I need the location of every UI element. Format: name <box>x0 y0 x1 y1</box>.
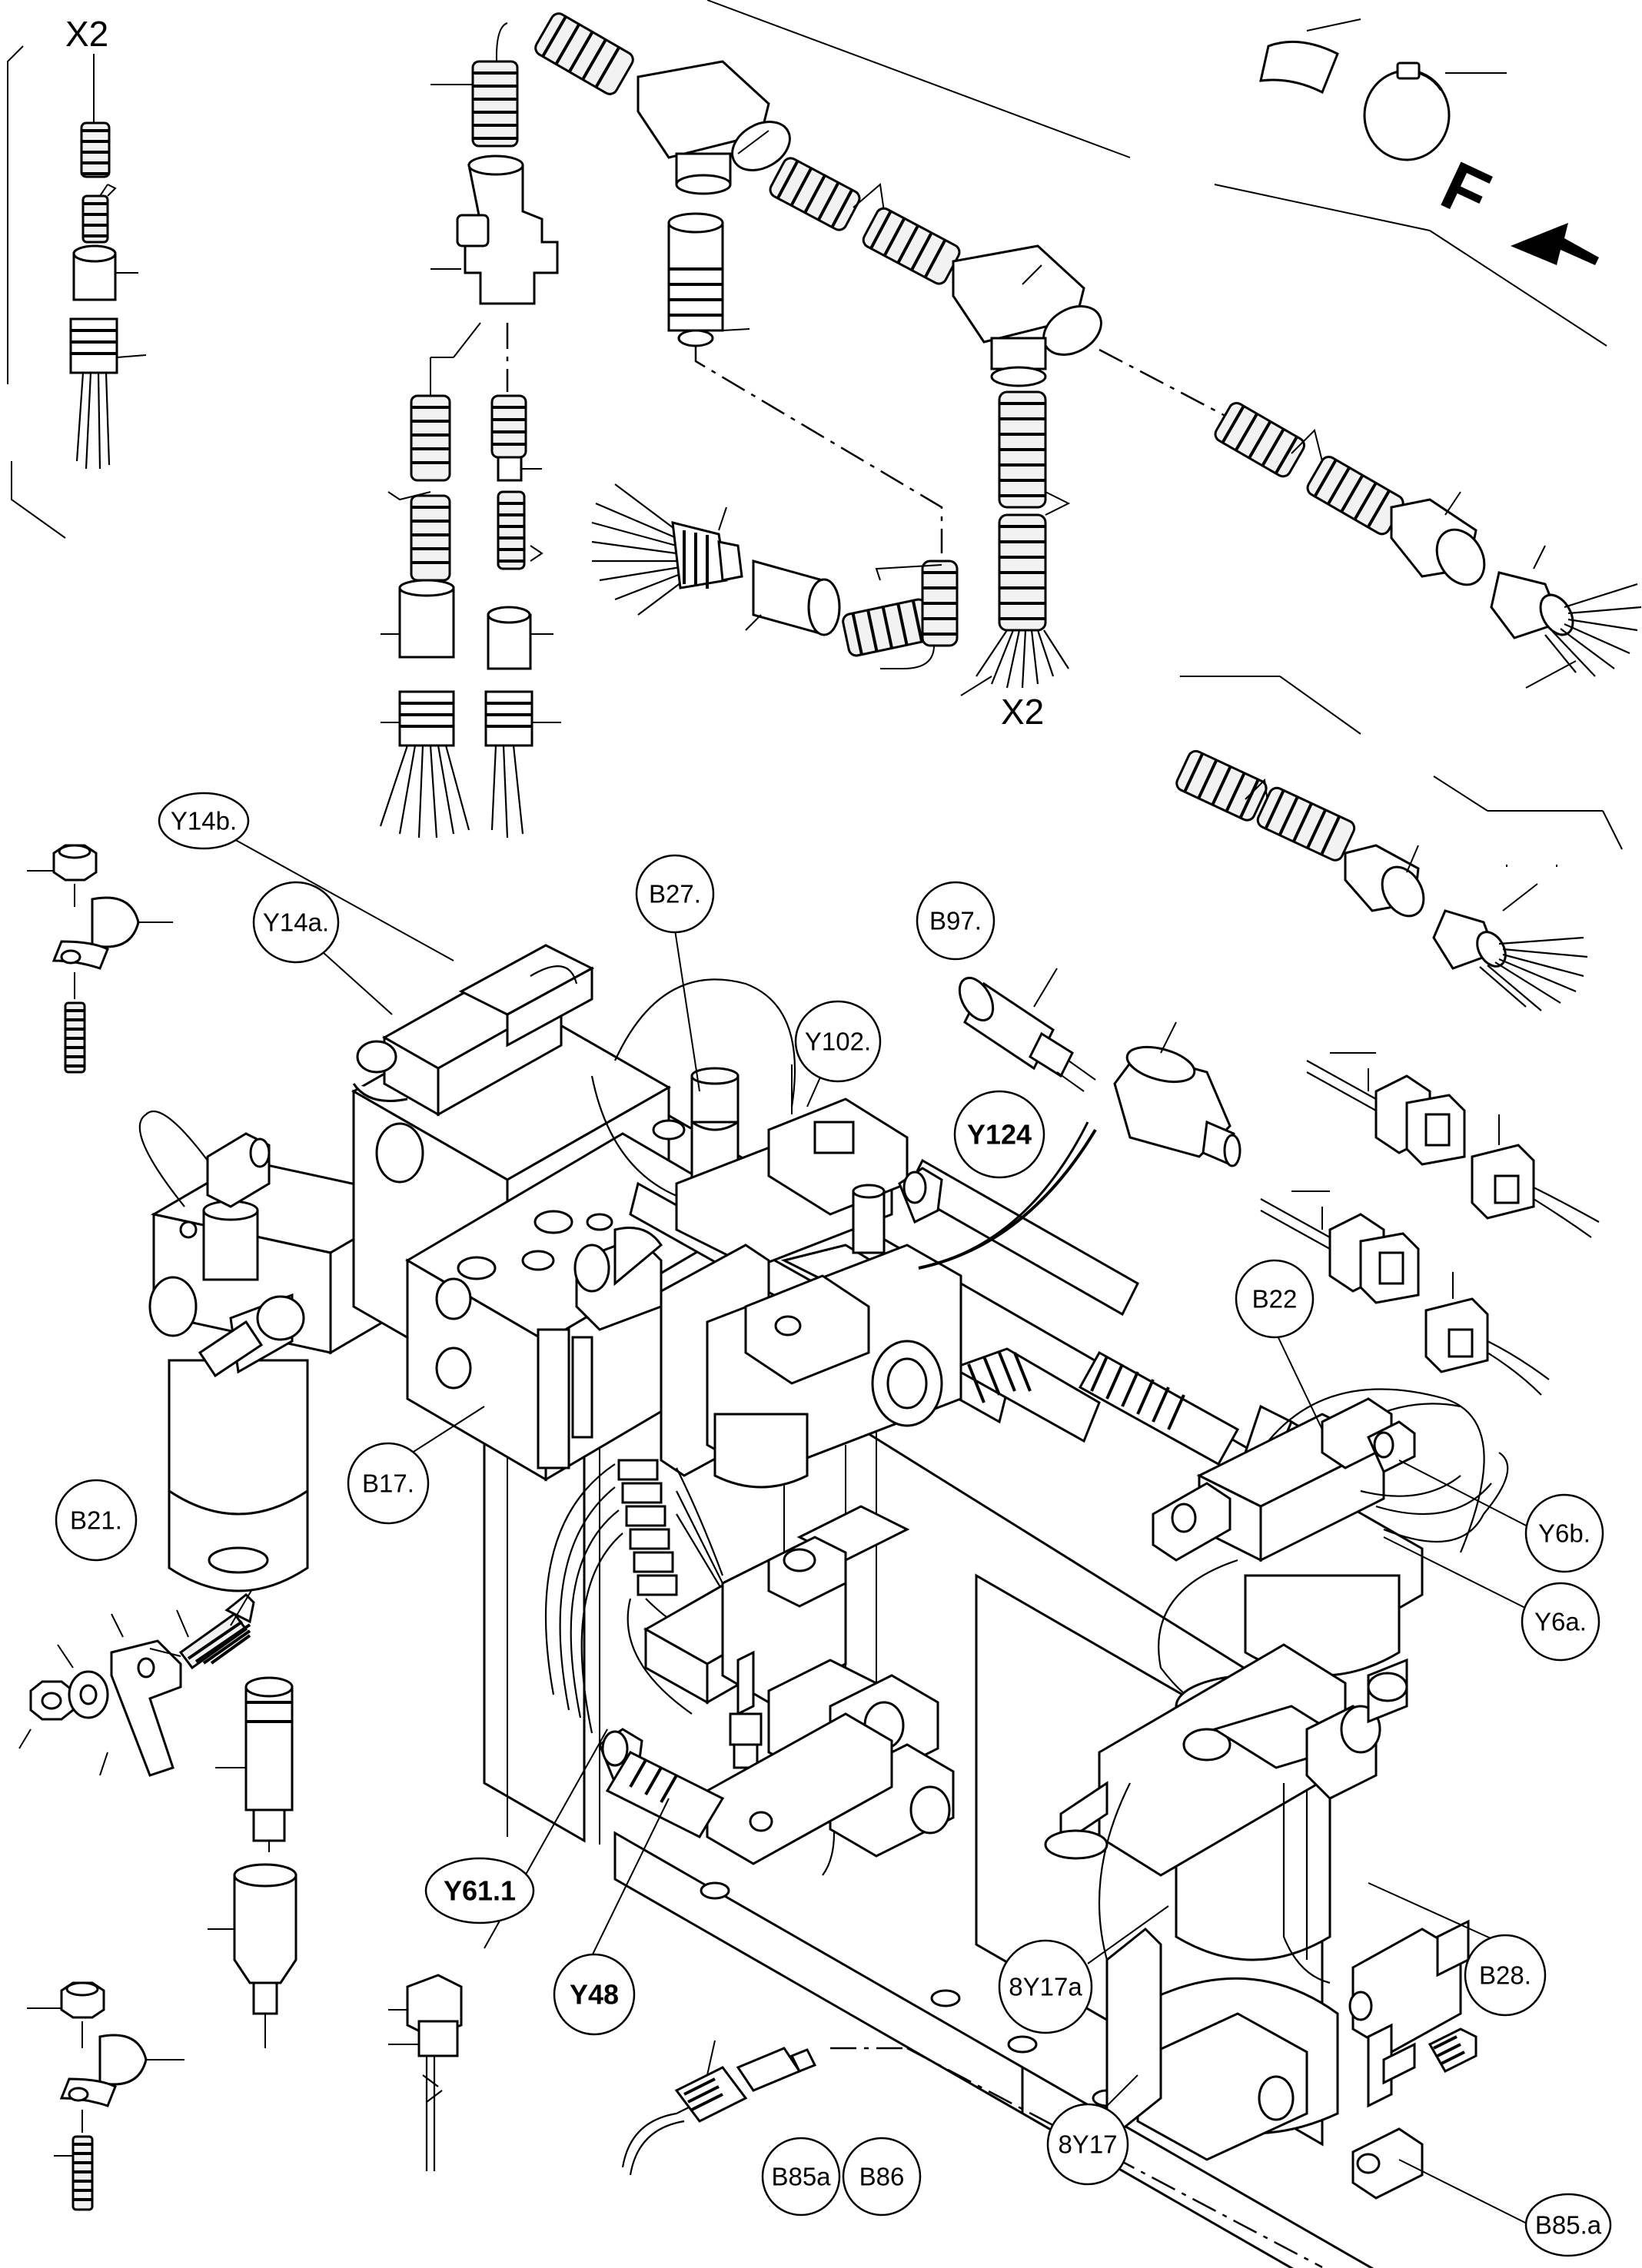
callout-y14a-label: Y14a. <box>263 908 329 937</box>
callout-y61-1 <box>424 1857 535 1924</box>
flow-direction-f-label: F <box>1430 148 1501 235</box>
callout-8y17a-label: 8Y17a <box>1009 1973 1082 2001</box>
x2-left-fitting-group <box>7 45 147 539</box>
callout-b17 <box>347 1442 430 1525</box>
callout-y48-label: Y48 <box>570 1979 619 2011</box>
b97-sensor-parts <box>958 968 1241 1167</box>
callout-8y17-label: 8Y17 <box>1058 2130 1117 2159</box>
hose-chain-right-2 <box>1175 676 1623 1011</box>
callout-8y17 <box>1046 2103 1129 2186</box>
callout-y124-label: Y124 <box>967 1119 1032 1151</box>
callout-y102 <box>794 1000 882 1083</box>
callout-b27-label: B27. <box>649 880 701 908</box>
callout-b97 <box>916 881 996 961</box>
hose-strap-and-flow-arrow <box>1214 18 1607 347</box>
callout-b21 <box>55 1479 138 1562</box>
callout-y6b <box>1524 1493 1604 1573</box>
callout-b28 <box>1464 1934 1547 2017</box>
callout-y6a-label: Y6a. <box>1534 1608 1587 1636</box>
callout-y102-label: Y102. <box>805 1028 871 1056</box>
callout-b17-label: B17. <box>362 1469 414 1498</box>
callout-b85a-left-label: B85a <box>771 2163 831 2191</box>
callout-b97-label: B97. <box>929 907 982 935</box>
callout-b22-label: B22 <box>1252 1285 1298 1313</box>
callout-y14b <box>158 792 250 850</box>
callout-b85a-right-label: B85.a <box>1535 2211 1602 2240</box>
callout-b27 <box>635 854 715 934</box>
callout-b86 <box>842 2137 922 2217</box>
callout-y61-1-label: Y61.1 <box>444 1875 516 1907</box>
callout-b85a-right <box>1524 2193 1612 2257</box>
callout-y48 <box>553 1953 636 2036</box>
left-side-loose-parts <box>18 844 463 2211</box>
right-column-hoses-x2 <box>960 390 1071 696</box>
x2-mid-label: X2 <box>1001 692 1044 732</box>
callout-b21-label: B21. <box>70 1506 122 1535</box>
callouts: Y14b. Y14a. B27. B97. Y102. Y124 B22 B21… <box>55 792 1612 2257</box>
callout-b22 <box>1235 1259 1315 1339</box>
callout-y6b-label: Y6b. <box>1538 1519 1590 1548</box>
callout-b28-label: B28. <box>1479 1961 1531 1990</box>
x2-top-left-label: X2 <box>65 14 108 54</box>
callout-b85a-left <box>761 2137 841 2217</box>
callout-y124 <box>953 1090 1045 1179</box>
callout-y6a <box>1521 1582 1600 1662</box>
tee-fitting-left-column <box>379 22 561 838</box>
callout-8y17a <box>998 1939 1093 2034</box>
main-valve-block-assembly <box>138 944 1509 2268</box>
callout-y14a <box>252 881 340 964</box>
tee-fitting-top-center <box>534 0 1254 553</box>
electrical-connector-pairs <box>1260 1052 1600 1396</box>
middle-connector-cluster <box>591 483 959 669</box>
callout-y14b-label: Y14b. <box>171 807 237 835</box>
callout-b86-label: B86 <box>859 2163 905 2191</box>
hose-chain-right <box>1214 402 1642 689</box>
